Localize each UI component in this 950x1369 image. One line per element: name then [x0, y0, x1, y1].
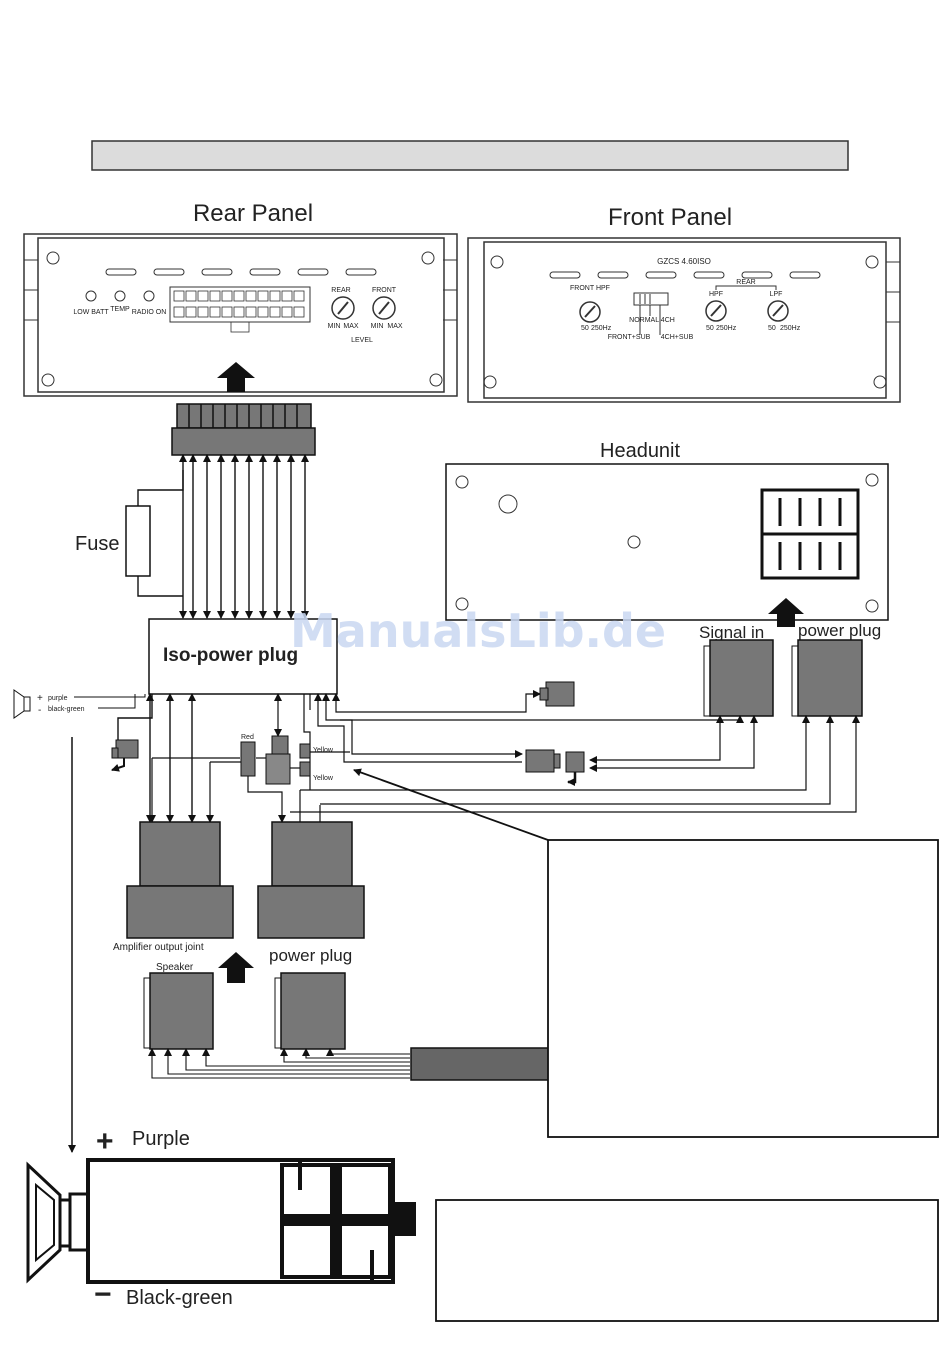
purple-label: Purple: [132, 1128, 190, 1150]
large-speaker-icon: [26, 1161, 98, 1284]
knob-label-front: FRONT: [372, 287, 397, 294]
amp-power-connector: [171, 403, 316, 456]
knob-label-rear: REAR: [331, 287, 350, 294]
knob-range-min: MIN: [328, 323, 341, 330]
range-label: 250Hz: [591, 325, 612, 332]
plus-large: +: [96, 1125, 114, 1158]
power-plug-amp-label: power plug: [269, 946, 352, 965]
headunit-title: Headunit: [600, 440, 681, 462]
arrow-up-icon: [768, 598, 804, 627]
screw-icon: [490, 255, 504, 269]
screw-icon: [421, 251, 435, 265]
watermark: ManualsLib.de: [290, 604, 666, 658]
external-connector: [539, 681, 575, 707]
switch-4ch-sub: 4CH+SUB: [661, 334, 694, 341]
screw-icon: [865, 473, 879, 487]
mode-switch: [633, 292, 669, 306]
plus-small: +: [37, 693, 43, 704]
yellow-connector: [299, 743, 311, 759]
knob-range-max: MAX: [387, 323, 403, 330]
level-label: LEVEL: [351, 337, 373, 344]
headunit: [445, 463, 889, 621]
fuse-label: Fuse: [75, 533, 119, 555]
screw-icon: [455, 597, 469, 611]
range-label: 50: [581, 325, 589, 332]
model-label: GZCS 4.60ISO: [657, 257, 711, 266]
large-plug: [88, 1158, 416, 1284]
amp-output-joint: [126, 821, 234, 939]
screw-icon: [455, 475, 469, 489]
yellow-label-2: Yellow: [313, 775, 334, 782]
knob-range-max: MAX: [343, 323, 359, 330]
front-panel-title: Front Panel: [608, 204, 732, 231]
amp-power-plug: [257, 821, 365, 939]
yellow-connector: [299, 761, 311, 777]
screw-icon: [865, 255, 879, 269]
screw-icon: [41, 373, 55, 387]
front-level-knob: [372, 296, 396, 320]
front-hpf-label: FRONT HPF: [570, 285, 610, 292]
fuse: [125, 505, 151, 577]
note-box: [547, 839, 939, 1138]
lpf-label: LPF: [770, 291, 783, 298]
switch-front-sub: FRONT+SUB: [608, 334, 651, 341]
speaker-icon: [13, 689, 31, 719]
minus-large: −: [94, 1278, 112, 1311]
arrow-up-icon: [218, 952, 254, 983]
note-box-2: [435, 1199, 939, 1322]
rear-level-knob: [331, 296, 355, 320]
black-green-small-label: black-green: [48, 706, 85, 713]
lpf-knob: [767, 300, 789, 322]
screw-icon: [483, 375, 497, 389]
led-icon: [143, 290, 155, 302]
range-label: 50: [706, 325, 714, 332]
front-panel: GZCS 4.60ISO FRONT HPF 50 250Hz NORMAL 4…: [467, 237, 901, 403]
iso-power-plug-label: Iso-power plug: [163, 645, 298, 666]
amp-output-label: Amplifier output joint: [113, 942, 204, 953]
speaker-plug: [143, 972, 214, 1050]
middle-connector: [265, 753, 291, 785]
small-connector: [111, 739, 139, 772]
black-green-label: Black-green: [126, 1287, 233, 1309]
switch-normal-4ch: NORMAL 4CH: [629, 317, 675, 324]
knob-range-min: MIN: [371, 323, 384, 330]
screw-icon: [429, 373, 443, 387]
middle-connector: [271, 735, 289, 755]
indicator-low-batt: LOW BATT: [73, 309, 109, 316]
red-connector: [240, 741, 256, 777]
indicator-radio-on: RADIO ON: [132, 309, 167, 316]
screw-icon: [873, 375, 887, 389]
header-bar: [91, 140, 849, 171]
minus-small: -: [38, 705, 41, 716]
rear-group-label: REAR: [736, 279, 755, 286]
range-label: 250Hz: [780, 325, 801, 332]
iso-power-plug: [148, 618, 338, 695]
screw-icon: [627, 535, 641, 549]
headunit-power-plug: [791, 639, 863, 717]
bottom-power-plug: [274, 972, 346, 1050]
screw-icon: [865, 599, 879, 613]
power-plug-hu-label: power plug: [798, 621, 881, 640]
hpf-knob: [579, 301, 601, 323]
signal-in-label: Signal in: [699, 623, 764, 642]
arrow-up-icon: [217, 362, 255, 392]
screw-icon: [46, 251, 60, 265]
led-icon: [85, 290, 97, 302]
led-icon: [114, 290, 126, 302]
hpf-label: HPF: [709, 291, 723, 298]
range-label: 250Hz: [716, 325, 737, 332]
indicator-temp: TEMP: [110, 306, 130, 313]
yellow-label-1: Yellow: [313, 747, 334, 754]
signal-in-plug: [703, 639, 774, 717]
speaker-label: Speaker: [156, 962, 194, 973]
external-connector: [525, 749, 585, 786]
rear-hpf-knob: [705, 300, 727, 322]
red-label: Red: [241, 734, 254, 741]
rear-panel-title: Rear Panel: [193, 200, 313, 227]
knob-icon: [498, 494, 518, 514]
cable-bundle: [410, 1047, 550, 1081]
range-label: 50: [768, 325, 776, 332]
purple-small-label: purple: [48, 695, 68, 702]
